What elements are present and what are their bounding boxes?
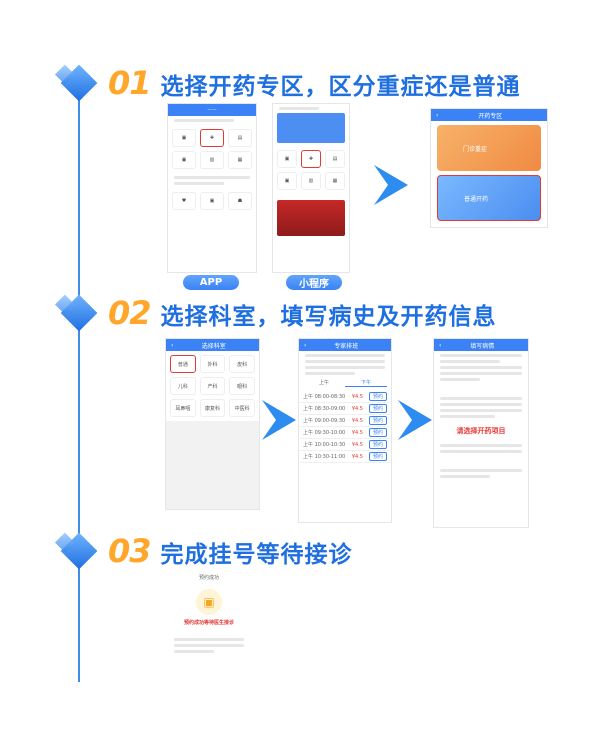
step-2-arrow-2-icon xyxy=(398,400,432,440)
app-screenshot: ····· ▣ ✚ ▤ ▣ ▥ ▦ ♥ ▣ ☗ xyxy=(167,103,257,273)
dept-item[interactable]: 皮科 xyxy=(229,355,255,373)
app-tile[interactable]: ▣ xyxy=(172,151,196,169)
step-1-marker xyxy=(60,64,98,102)
mini-tile-dispense[interactable]: ✚ xyxy=(301,150,321,168)
dept-item[interactable]: 产科 xyxy=(199,377,226,395)
dispense-top-bar: ‹开药专区 xyxy=(431,109,547,121)
book-button[interactable]: 预约 xyxy=(368,416,387,425)
dept-item[interactable]: 外科 xyxy=(199,355,226,373)
mini-ad-banner xyxy=(277,200,345,236)
done-screenshot: 预约成功 ▣ 预约成功等待医生接诊 xyxy=(168,568,250,686)
app-tile-dispense[interactable]: ✚ xyxy=(200,129,224,147)
dept-item[interactable]: 儿科 xyxy=(170,377,196,395)
mini-tile[interactable]: ▦ xyxy=(325,172,345,190)
book-button[interactable]: 预约 xyxy=(368,404,387,413)
success-icon: ▣ xyxy=(196,589,222,615)
step-3-heading: 03 完成挂号等待接诊 xyxy=(108,532,353,570)
schedule-tabs: 上午 下午 xyxy=(303,379,387,387)
tab-pm[interactable]: 下午 xyxy=(345,379,387,387)
dept-select-screenshot: ‹选择科室 普通 外科 皮科 儿科 产科 眼科 耳鼻咽 康复科 中医科 xyxy=(165,338,260,510)
app-tile[interactable]: ☗ xyxy=(228,192,252,210)
mini-program-label: 小程序 xyxy=(286,275,342,290)
dept-item[interactable]: 普通 xyxy=(170,355,196,373)
mini-tile[interactable]: ▣ xyxy=(277,150,297,168)
dept-item[interactable]: 中医科 xyxy=(229,399,255,417)
normal-option[interactable]: 普通开药 xyxy=(437,175,541,221)
step-2-title: 选择科室，填写病史及开药信息 xyxy=(160,304,497,330)
step-2-heading: 02 选择科室，填写病史及开药信息 xyxy=(108,294,497,332)
book-button[interactable]: 预约 xyxy=(368,440,387,449)
tab-am[interactable]: 上午 xyxy=(318,380,329,386)
app-tile[interactable]: ▦ xyxy=(228,151,252,169)
dispense-zone-screenshot: ‹开药专区 门诊重症 普通开药 xyxy=(430,108,548,228)
severe-option[interactable]: 门诊重症 xyxy=(437,125,541,171)
dept-top-bar: ‹选择科室 xyxy=(166,339,259,351)
app-tile[interactable]: ▣ xyxy=(200,192,224,210)
step-1-title: 选择开药专区，区分重症还是普通 xyxy=(160,74,521,100)
dept-item[interactable]: 耳鼻咽 xyxy=(170,399,196,417)
mini-tile[interactable]: ▤ xyxy=(325,150,345,168)
mini-tile[interactable]: ▥ xyxy=(301,172,321,190)
book-button[interactable]: 预约 xyxy=(368,392,387,401)
app-tile[interactable]: ▤ xyxy=(228,129,252,147)
step-1-arrow-icon xyxy=(374,165,408,205)
dept-item[interactable]: 眼科 xyxy=(229,377,255,395)
app-tile[interactable]: ♥ xyxy=(172,192,196,210)
app-label: APP xyxy=(183,275,239,290)
step-3-title: 完成挂号等待接诊 xyxy=(160,542,353,568)
step-2-marker xyxy=(60,294,98,332)
done-red-note: 预约成功等待医生接诊 xyxy=(183,620,234,626)
schedule-top-bar: ‹专家排班 xyxy=(299,339,391,351)
mini-banner xyxy=(277,113,345,143)
book-button[interactable]: 预约 xyxy=(368,452,387,461)
app-top-bar: ····· xyxy=(168,104,256,116)
app-tile[interactable]: ▣ xyxy=(172,129,196,147)
step-1-heading: 01 选择开药专区，区分重症还是普通 xyxy=(108,64,521,102)
step-1-number: 01 xyxy=(108,64,152,102)
step-3-marker xyxy=(60,532,98,570)
step-2-arrow-1-icon xyxy=(262,400,296,440)
done-title: 预约成功 xyxy=(198,575,219,581)
fill-info-screenshot: ‹填写病情 请选择开药项目 xyxy=(433,338,529,528)
step-3-number: 03 xyxy=(108,532,152,570)
dept-item[interactable]: 康复科 xyxy=(199,399,226,417)
fill-info-top-bar: ‹填写病情 xyxy=(434,339,528,351)
app-tile[interactable]: ▥ xyxy=(200,151,224,169)
mini-program-screenshot: ▣ ✚ ▤ ▣ ▥ ▦ xyxy=(272,103,350,273)
book-button[interactable]: 预约 xyxy=(368,428,387,437)
timeline-line xyxy=(78,82,80,682)
fill-info-red-note: 请选择开药项目 xyxy=(456,427,506,435)
mini-tile[interactable]: ▣ xyxy=(277,172,297,190)
step-2-number: 02 xyxy=(108,294,152,332)
